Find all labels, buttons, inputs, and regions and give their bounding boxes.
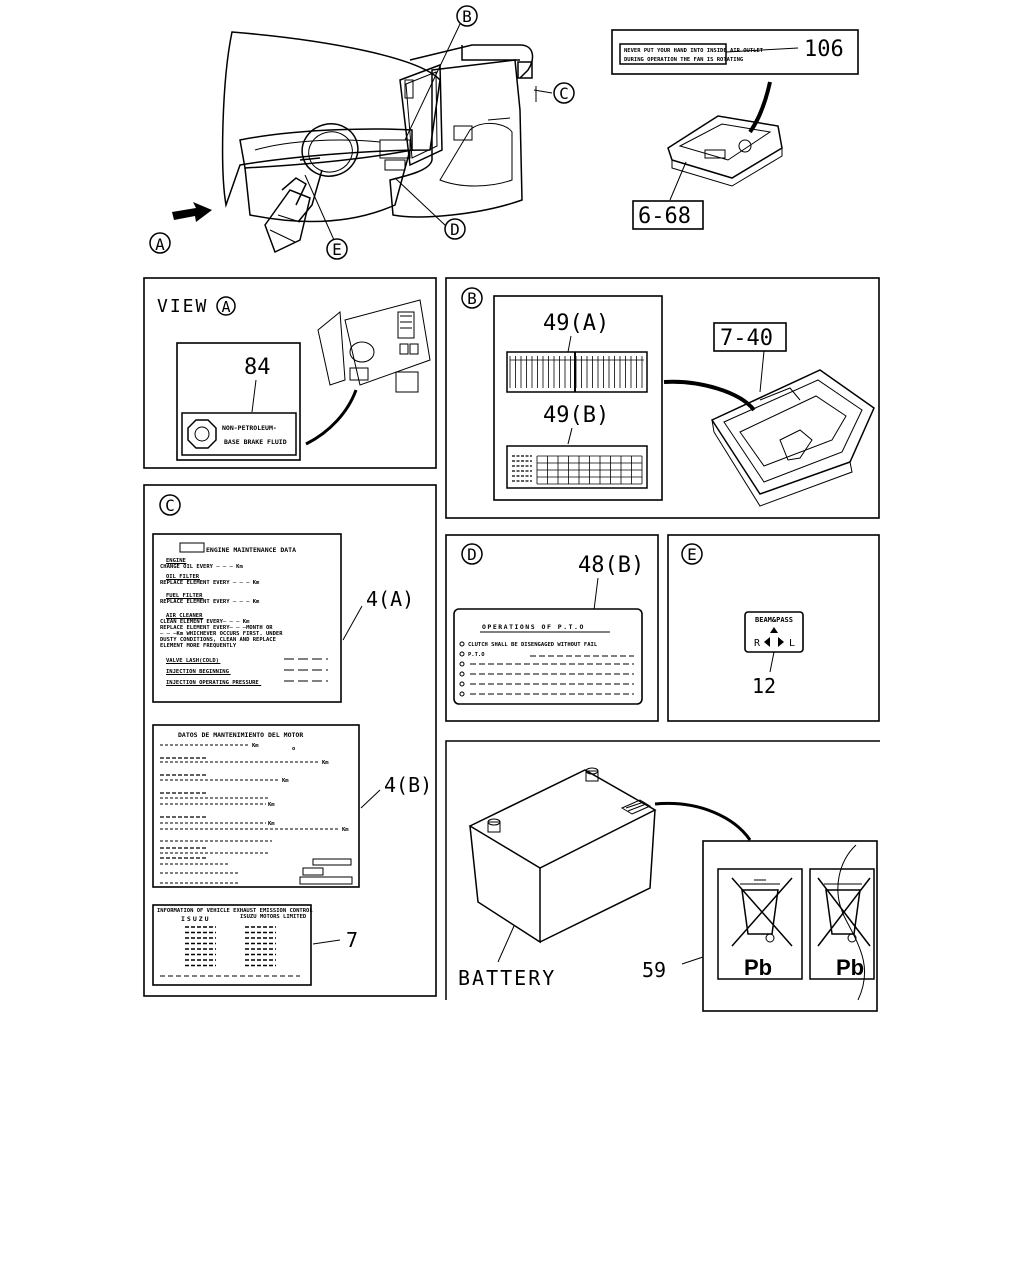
part-59-label: 59 bbox=[642, 958, 666, 982]
panel-detail-e: E BEAM&PASS R L 12 bbox=[667, 534, 880, 722]
crossed-bin-icon bbox=[731, 877, 793, 947]
svg-text:ISUZU: ISUZU bbox=[181, 915, 211, 923]
view-a-title: VIEW bbox=[157, 296, 208, 317]
label-7-emission-info bbox=[152, 904, 312, 986]
label-4a-line: AIR CLEANER bbox=[166, 613, 203, 619]
unit-km: Km bbox=[322, 760, 329, 766]
cab-interior-overview: A B C D E bbox=[149, 5, 575, 260]
arrow-left-icon bbox=[764, 637, 770, 647]
svg-text:B: B bbox=[462, 7, 472, 26]
svg-text:CLUTCH SHALL BE DISENGAGED WIT: CLUTCH SHALL BE DISENGAGED WITHOUT FAIL bbox=[468, 642, 598, 648]
arrow-up-icon bbox=[770, 627, 778, 633]
view-arrow-icon bbox=[172, 202, 212, 222]
svg-text:B: B bbox=[467, 289, 477, 308]
label-4a-line: REPLACE ELEMENT EVERY ─ ─ ─ Km bbox=[160, 580, 260, 586]
svg-text:ISUZU MOTORS LIMITED: ISUZU MOTORS LIMITED bbox=[240, 914, 307, 920]
label-4a-line: FUEL FILTER bbox=[166, 593, 203, 599]
label-49b-grid bbox=[512, 455, 643, 485]
part-7-40-box bbox=[713, 322, 787, 352]
label-4a-line: ENGINE bbox=[166, 558, 186, 564]
callout-c: C bbox=[533, 82, 575, 104]
panel-detail-d: D 48(B) OPERATIONS OF P.T.O CLUTCH SHALL… bbox=[445, 534, 659, 722]
octagon-icon bbox=[187, 419, 217, 449]
svg-text:D: D bbox=[467, 545, 477, 564]
unit-o: o bbox=[292, 746, 296, 752]
callout-a: A bbox=[149, 232, 171, 254]
part-6-68-box bbox=[632, 200, 704, 230]
overhead-vent-group: NEVER PUT YOUR HAND INTO INSIDE AIR OUTL… bbox=[611, 29, 859, 230]
svg-text:BEAM&PASS: BEAM&PASS bbox=[755, 616, 793, 624]
part-106-label: 106 bbox=[804, 37, 844, 62]
svg-text:BASE BRAKE FLUID: BASE BRAKE FLUID bbox=[224, 438, 287, 446]
pb-symbol-1: Pb bbox=[744, 955, 772, 980]
unit-km: Km bbox=[268, 802, 275, 808]
callout-e: E bbox=[304, 174, 348, 260]
unit-km: Km bbox=[252, 743, 259, 749]
svg-text:D: D bbox=[450, 220, 460, 239]
label-4a-line: OIL FILTER bbox=[166, 574, 200, 580]
label-4a-line: CHANGE OIL EVERY ─ ─ ─ Km bbox=[160, 564, 243, 570]
part-84-label: 84 bbox=[244, 355, 271, 380]
svg-text:C: C bbox=[559, 84, 569, 103]
label-4a-line: VALVE LASH(COLD) bbox=[166, 658, 219, 664]
panel-view-a: VIEW A 84 NON-PETROLEUM- BASE BRAKE FLUI… bbox=[143, 277, 437, 469]
label-84-frame bbox=[176, 342, 301, 461]
label-4a-line: ELEMENT MORE FREQUENTLY bbox=[160, 643, 237, 649]
panel-detail-b: B 49(A) 49(B) 7-40 bbox=[445, 277, 880, 519]
part-4a-label: 4(A) bbox=[366, 587, 414, 611]
svg-text:C: C bbox=[165, 496, 175, 515]
label-59-recycle-frame bbox=[702, 840, 878, 1012]
svg-text:ENGINE MAINTENANCE DATA: ENGINE MAINTENANCE DATA bbox=[206, 546, 296, 554]
pto-plate-lines bbox=[459, 655, 634, 697]
part-48b-label: 48(B) bbox=[578, 553, 644, 578]
part-49b-label: 49(B) bbox=[543, 403, 609, 428]
part-7-label: 7 bbox=[346, 928, 358, 952]
callout-b: B bbox=[404, 5, 478, 141]
label-4a-line: REPLACE ELEMENT EVERY─ ─ ─MONTH OR bbox=[160, 625, 273, 631]
panel-battery: BATTERY Pb Pb 59 bbox=[445, 740, 880, 1012]
arrow-right-icon bbox=[778, 637, 784, 647]
part-12-label: 12 bbox=[752, 674, 776, 698]
part-4b-label: 4(B) bbox=[384, 773, 432, 797]
svg-text:E: E bbox=[687, 545, 697, 564]
unit-km: Km bbox=[342, 827, 349, 833]
svg-text:R: R bbox=[754, 638, 761, 649]
label-4a-line: CLEAN ELEMENT EVERY─ ─ ─ Km bbox=[160, 619, 250, 625]
label-4a-line: DUSTY CONDITIONS, CLEAN AND REPLACE bbox=[160, 637, 276, 643]
part-49a-label: 49(A) bbox=[543, 311, 609, 336]
label-49a-grid bbox=[509, 352, 644, 392]
label-4a-line: ─ ─ ─Km WHICHEVER OCCURS FIRST. UNDER bbox=[159, 631, 283, 637]
svg-text:NON-PETROLEUM-: NON-PETROLEUM- bbox=[222, 424, 277, 432]
label-4a-line: INJECTION OPERATING PRESSURE bbox=[166, 680, 259, 686]
svg-text:E: E bbox=[332, 240, 342, 259]
label-7-lines bbox=[160, 926, 300, 977]
label-4a-line: REPLACE ELEMENT EVERY ─ ─ ─ Km bbox=[160, 599, 260, 605]
battery-top bbox=[468, 769, 657, 869]
svg-text:DATOS DE MANTENIMIENTO DEL MOT: DATOS DE MANTENIMIENTO DEL MOTOR bbox=[178, 731, 303, 739]
part-6-68-label: 6-68 bbox=[638, 204, 691, 229]
svg-text:P.T.O: P.T.O bbox=[468, 652, 485, 658]
pb-symbol-2: Pb bbox=[836, 955, 864, 980]
battery-label: BATTERY bbox=[458, 966, 556, 990]
svg-text:DURING OPERATION THE FAN IS RO: DURING OPERATION THE FAN IS ROTATING bbox=[624, 57, 744, 63]
crossed-bin-icon bbox=[817, 877, 871, 947]
svg-text:A: A bbox=[221, 298, 230, 316]
svg-text:NEVER PUT YOUR HAND INTO INSID: NEVER PUT YOUR HAND INTO INSIDE AIR OUTL… bbox=[624, 48, 764, 54]
svg-text:L: L bbox=[789, 638, 795, 649]
svg-text:INFORMATION OF VEHICLE EXHAUST: INFORMATION OF VEHICLE EXHAUST EMISSION … bbox=[157, 908, 313, 914]
part-7-40-label: 7-40 bbox=[720, 326, 773, 351]
callout-d: D bbox=[394, 177, 466, 240]
svg-text:OPERATIONS OF P.T.O: OPERATIONS OF P.T.O bbox=[482, 623, 585, 631]
label-4b-datos-mantenimiento bbox=[152, 724, 360, 888]
label-4a-line: INJECTION BEGINNING bbox=[166, 669, 230, 675]
unit-km: Km bbox=[282, 778, 289, 784]
unit-km: Km bbox=[268, 821, 275, 827]
svg-text:A: A bbox=[155, 235, 165, 254]
